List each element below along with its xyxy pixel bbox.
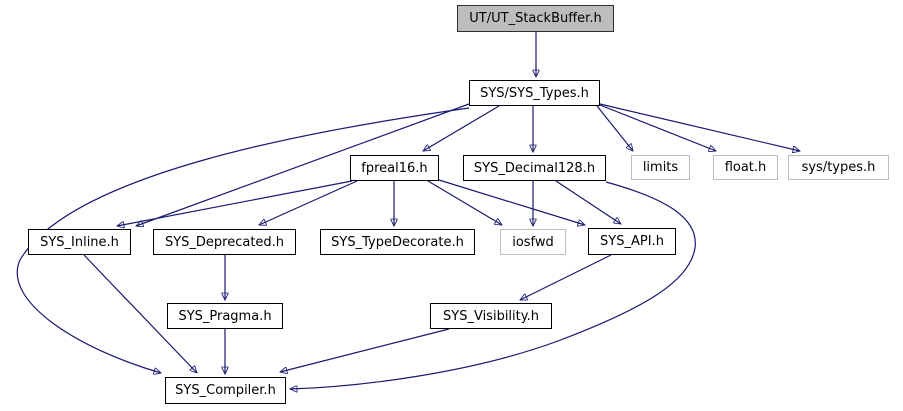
node-float-h: float.h: [713, 155, 778, 180]
node-sys-sys-types-h[interactable]: SYS/SYS_Types.h: [469, 80, 600, 106]
edge-fpreal16-iosfwd: [427, 180, 502, 226]
edge-types-systypes: [599, 103, 800, 151]
edge-decimal128-api: [555, 180, 621, 224]
node-sys-compiler-h[interactable]: SYS_Compiler.h: [165, 377, 286, 404]
edge-types-limits: [596, 105, 633, 151]
node-sys-api-h[interactable]: SYS_API.h: [588, 228, 676, 255]
edge-types-compiler: [16, 107, 470, 373]
edge-inline-compiler: [83, 254, 197, 373]
edge-api-visibility: [520, 254, 612, 301]
edge-types-floath: [599, 104, 716, 151]
edge-fpreal16-api: [438, 179, 585, 225]
node-iosfwd: iosfwd: [500, 229, 566, 255]
node-sys-typedecorate-h[interactable]: SYS_TypeDecorate.h: [320, 229, 475, 255]
node-sys-deprecated-h[interactable]: SYS_Deprecated.h: [153, 229, 296, 255]
node-fpreal16-h[interactable]: fpreal16.h: [350, 155, 439, 181]
node-sys-types-h: sys/types.h: [788, 155, 889, 180]
node-limits: limits: [631, 155, 690, 180]
edge-types-inline: [136, 103, 470, 226]
node-sys-decimal128-h[interactable]: SYS_Decimal128.h: [463, 155, 606, 181]
edge-fpreal16-deprecated: [259, 180, 358, 225]
edge-visibility-compiler: [280, 328, 450, 372]
edge-fpreal16-inline: [117, 180, 353, 226]
edge-types-fpreal16: [423, 105, 500, 152]
node-sys-visibility-h[interactable]: SYS_Visibility.h: [430, 303, 552, 329]
edge-decimal128-compiler: [290, 181, 696, 389]
node-sys-inline-h[interactable]: SYS_Inline.h: [28, 229, 131, 255]
node-ut-ut-stackbuffer-h: UT/UT_StackBuffer.h: [457, 5, 614, 32]
node-sys-pragma-h[interactable]: SYS_Pragma.h: [167, 303, 283, 329]
